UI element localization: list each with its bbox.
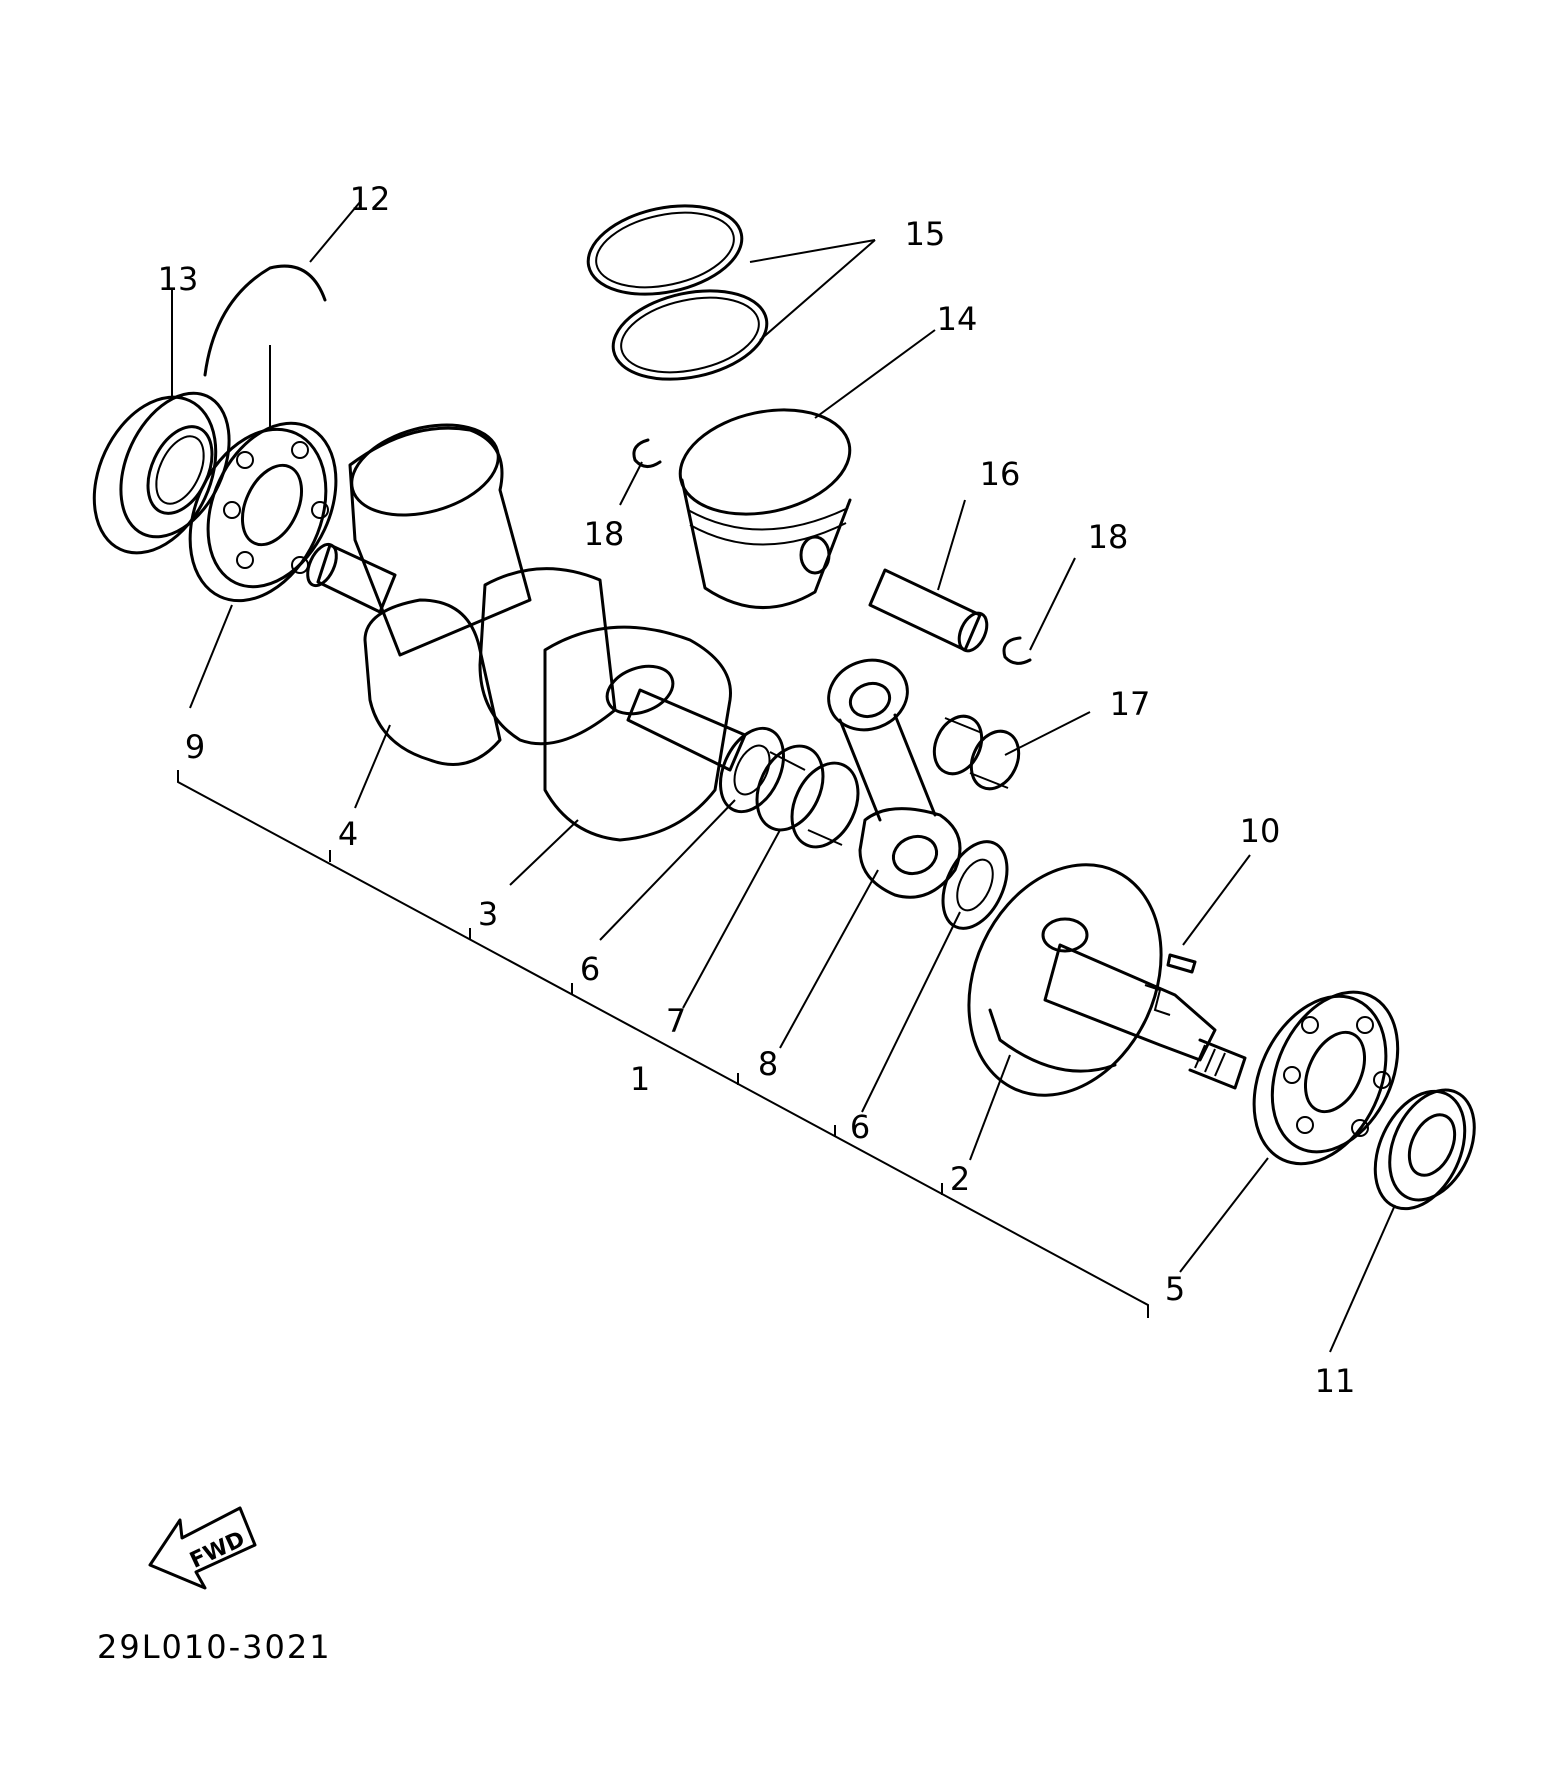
callout-1: 1 [630,1060,650,1098]
forward-direction-label: FWD [186,1527,249,1574]
piston-pin-16 [868,568,989,653]
callout-labels: 1 2 3 4 5 6 6 7 8 9 10 11 12 13 14 15 16… [158,180,1356,1400]
callout-2: 2 [950,1160,970,1198]
callout-12: 12 [350,180,391,218]
piston-pin-clip-18-right [1002,636,1032,665]
callout-14: 14 [937,300,978,338]
assembly-bracket [177,770,1149,1318]
piston-pin-clip-18-left [632,438,662,468]
callout-6-left: 6 [580,950,600,988]
callout-6-right: 6 [850,1108,870,1146]
bearing-5 [1252,990,1400,1166]
drawing-code: 29L010-3021 [97,1628,332,1666]
callout-10: 10 [1240,812,1281,850]
washer-6-left [719,726,785,814]
callout-18-left: 18 [584,515,625,553]
piston-rings-15 [586,204,769,381]
leader-lines [171,201,1396,1353]
callout-15: 15 [905,215,946,253]
forward-direction-arrow: FWD [148,1506,257,1590]
washer-6-right [941,840,1009,930]
crankshaft-right-half [967,863,1247,1097]
needle-bearing-7 [755,744,860,849]
circlip-12 [203,264,327,377]
callout-17: 17 [1110,685,1151,723]
callout-3: 3 [478,895,498,933]
piston-14 [678,408,852,609]
callout-16: 16 [980,455,1021,493]
callout-11: 11 [1315,1362,1356,1400]
connecting-rod-8 [827,658,962,899]
callout-7: 7 [666,1002,686,1040]
small-end-bearing-17 [932,714,1021,791]
callout-5: 5 [1165,1270,1185,1308]
callout-4: 4 [338,815,358,853]
callout-13: 13 [158,260,199,298]
crankshaft-left-half [306,423,747,842]
callout-8: 8 [758,1045,778,1083]
woodruff-key-10 [1166,953,1197,974]
callout-9: 9 [185,728,205,766]
callout-18-right: 18 [1088,518,1129,556]
